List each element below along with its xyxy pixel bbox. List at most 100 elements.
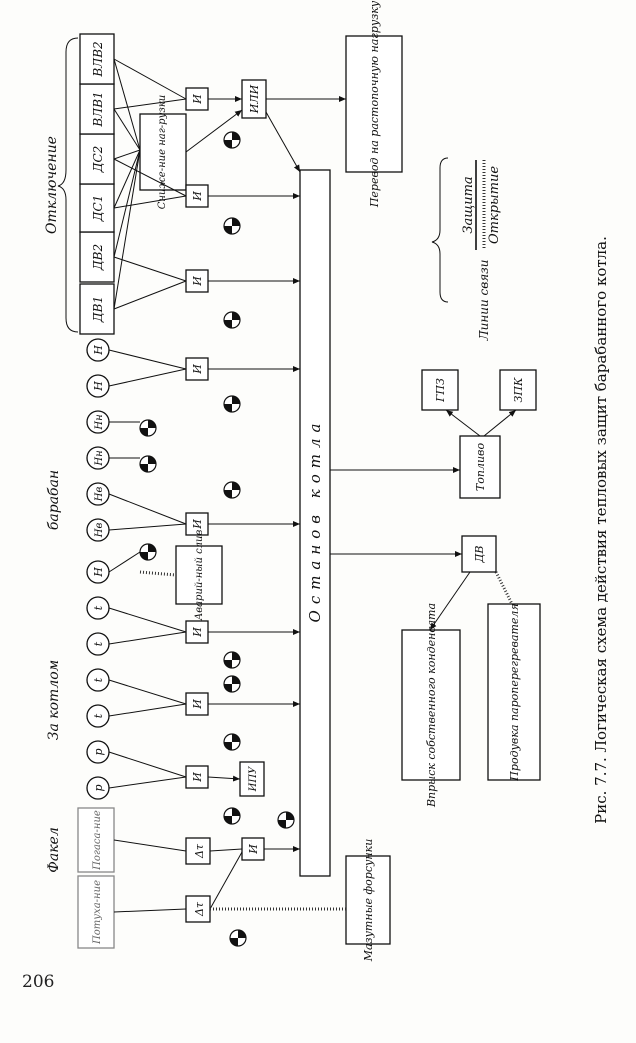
signal-lamp-icon [223, 217, 241, 235]
injection-box [401, 629, 461, 781]
group-label-otkluchenie: Отключение [44, 136, 60, 234]
gate-and-2: И [185, 184, 209, 208]
purge-label: Продувка пароперегревателя [508, 603, 521, 781]
flame-box-1-label: Потуха-ние [92, 880, 103, 945]
signal-lamp-icon [139, 419, 157, 437]
emergency-drain-label: Аварий-ный слив [194, 530, 205, 622]
injection-label: Впрыск собственного конденсата [425, 603, 438, 808]
signal-lamp-icon [223, 807, 241, 825]
fuel-box [459, 435, 501, 499]
gate-and-1-label: И [191, 94, 204, 105]
unit-dv2: ДВ2 [79, 231, 115, 283]
signal-lamp-icon [223, 311, 241, 329]
gate-and-3-label: И [191, 276, 204, 287]
sensor-13-label: H [92, 345, 105, 356]
gate-and-6-label: И [191, 627, 204, 638]
sensor-10: Hн [86, 446, 110, 470]
load-reduction-box [139, 113, 187, 191]
transfer-label: Перевод на растопочную нагрузку [368, 0, 381, 208]
sensor-10-label: Hн [94, 450, 105, 466]
legend-title: Линии связи [477, 260, 491, 342]
unit-ds1: ДС1 [79, 183, 115, 233]
sensor-11-label: Hн [94, 414, 105, 430]
ipu-box [239, 761, 265, 797]
transfer-box [345, 35, 403, 173]
fuel-label: Топливо [474, 443, 487, 492]
signal-lamp-icon [223, 131, 241, 149]
group-label-baraban: барабан [46, 470, 62, 530]
signal-lamp-icon [223, 395, 241, 413]
page-number: 206 [22, 972, 55, 992]
dv-label: ДВ [473, 545, 486, 563]
sensor-row: p p t t t t H Hв Hв Hн Hн H H [86, 338, 110, 800]
gate-and-7-label: И [191, 699, 204, 710]
unit-row: ДВ1 ДВ2 ДС1 ДС2 ВЛВ1 ВЛВ2 [79, 33, 115, 335]
signal-lamp-icon [277, 811, 295, 829]
group-label-fakel: Факел [46, 827, 62, 873]
unit-ds1-label: ДС1 [91, 195, 105, 223]
delay-block-1-label: Δτ [193, 843, 206, 859]
sensor-9: Hв [86, 482, 110, 506]
gate-and-1: И [185, 87, 209, 111]
signal-lamp-icon [223, 675, 241, 693]
boiler-stop-bus [299, 169, 331, 877]
signal-lamp-icon [223, 733, 241, 751]
gpz-box [421, 369, 459, 411]
signal-lamp-icon [223, 651, 241, 669]
flame-box-2-label: Погаса-ние [92, 810, 103, 871]
sensor-5-label: t [92, 641, 105, 646]
and-gates: И И И И И И И И И [185, 87, 265, 861]
load-reduction-label: Сниже-ние наг-рузки [157, 95, 168, 210]
gate-or-label: ИЛИ [248, 84, 261, 114]
dv-box [461, 535, 497, 573]
gate-and-9: И [241, 837, 265, 861]
gate-and-6: И [185, 620, 209, 644]
signal-lamp-icon [139, 543, 157, 561]
sensor-9-label: Hв [94, 487, 105, 503]
unit-vlv1: ВЛВ1 [79, 83, 115, 135]
unit-ds2: ДС2 [79, 133, 115, 185]
legend-protection-label: Защита [461, 176, 476, 233]
sensor-12: H [86, 374, 110, 398]
signal-lamps [139, 131, 295, 947]
sensor-7: H [86, 560, 110, 584]
flame-box-2 [77, 807, 115, 873]
sensor-1-label: p [92, 784, 105, 791]
sensor-4: t [86, 668, 110, 692]
mazut-box [345, 855, 391, 945]
emergency-drain-box [175, 545, 223, 605]
legend-brace [431, 157, 449, 303]
sensor-3-label: t [92, 713, 105, 718]
flame-box-1 [77, 875, 115, 949]
sensor-13: H [86, 338, 110, 362]
gate-or [241, 79, 267, 119]
group-label-za-kotlom: За котлом [46, 660, 62, 741]
sensor-1: p [86, 776, 110, 800]
unit-dv1-label: ДВ1 [91, 296, 105, 323]
boiler-stop-label: Останов котла [306, 418, 324, 623]
connection-lines [108, 58, 517, 913]
sensor-8: Hв [86, 518, 110, 542]
unit-vlv2-label: ВЛВ2 [91, 41, 105, 77]
sensor-6-label: t [92, 605, 105, 610]
mazut-label: Мазутные форсунки [362, 839, 375, 963]
sensor-8-label: Hв [94, 523, 105, 539]
legend-opening-label: Открытие [487, 166, 502, 244]
gate-and-8: И [185, 765, 209, 789]
gate-and-9-label: И [247, 844, 260, 855]
signal-lamp-icon [223, 481, 241, 499]
gate-and-4-label: И [191, 364, 204, 375]
figure-caption: Рис. 7.7. Логическая схема действия тепл… [592, 236, 610, 824]
unit-ds2-label: ДС2 [91, 146, 105, 174]
unit-vlv1-label: ВЛВ1 [91, 91, 105, 127]
sensor-3: t [86, 704, 110, 728]
gate-and-3: И [185, 269, 209, 293]
sensor-12-label: H [92, 381, 105, 392]
unit-vlv2: ВЛВ2 [79, 33, 115, 85]
ipu-label: ИПУ [248, 766, 259, 792]
unit-dv2-label: ДВ2 [91, 244, 105, 271]
sensor-5: t [86, 632, 110, 656]
gpz-label: ГПЗ [434, 378, 447, 403]
